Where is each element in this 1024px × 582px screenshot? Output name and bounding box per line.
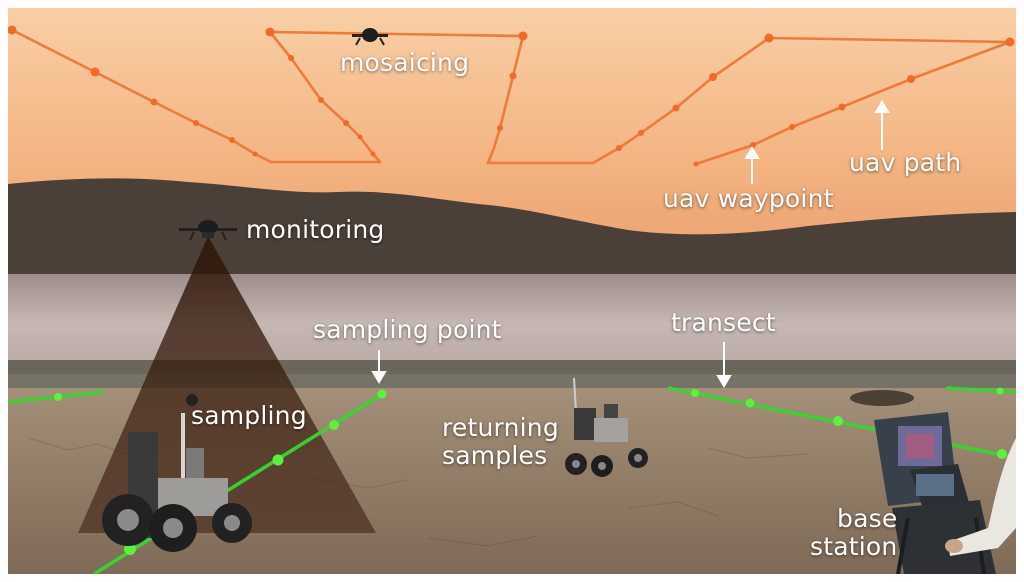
scene-illustration xyxy=(8,8,1016,574)
label-sampling: sampling xyxy=(191,401,307,430)
rock xyxy=(850,390,914,406)
rover-icon xyxy=(102,394,252,552)
arrow-down-icon xyxy=(371,371,387,384)
base-station-icon xyxy=(874,412,996,574)
annotation-arrows xyxy=(371,100,890,388)
rover-icon xyxy=(565,377,648,477)
label-returning-samples: returning samples xyxy=(442,413,559,470)
drone-icon xyxy=(352,28,388,46)
operator-hand xyxy=(945,539,963,553)
uav-waypoints xyxy=(8,25,1015,167)
drone-icon xyxy=(179,220,237,241)
label-monitoring: monitoring xyxy=(246,215,385,244)
hills xyxy=(8,178,1016,276)
operator xyxy=(948,438,1016,556)
arrow-up-icon xyxy=(744,146,760,159)
label-uav-path: uav path xyxy=(849,148,962,177)
label-transect: transect xyxy=(671,308,776,337)
arrow-up-icon xyxy=(874,100,890,113)
mission-scene: mosaicing monitoring uav waypoint uav pa… xyxy=(8,8,1016,574)
arrow-down-icon xyxy=(716,375,732,388)
label-sampling-point: sampling point xyxy=(313,315,502,344)
label-uav-waypoint: uav waypoint xyxy=(663,184,834,213)
label-mosaicing: mosaicing xyxy=(340,48,470,77)
label-base-station: base station xyxy=(810,504,898,561)
